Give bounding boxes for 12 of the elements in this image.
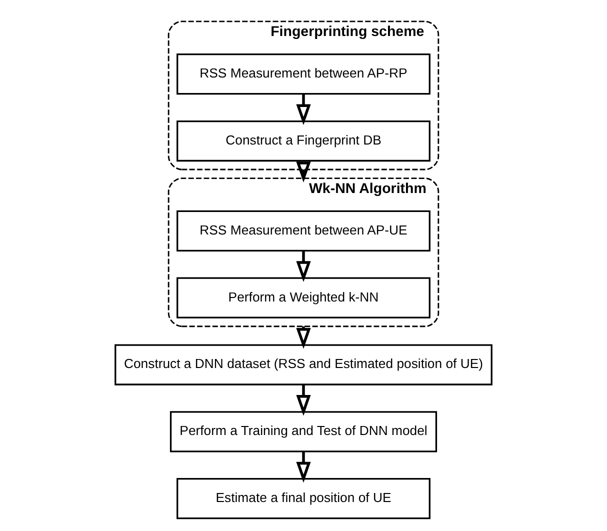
node-box: RSS Measurement between AP-UE [176, 210, 430, 252]
node-box: Construct a Fingerprint DB [176, 120, 430, 162]
arrow [296, 452, 311, 483]
node-box: Construct a DNN dataset (RSS and Estimated position of UE) [114, 344, 492, 386]
node-box: RSS Measurement between AP-RP [176, 54, 430, 95]
node-box: Perform a Training and Test of DNN model [170, 411, 438, 452]
arrow [296, 162, 311, 182]
node-box: Estimate a final position of UE [176, 478, 430, 520]
arrow [296, 250, 311, 282]
arrow [296, 94, 311, 126]
arrow [296, 384, 311, 416]
node-box: Perform a Weighted k-NN [176, 277, 430, 318]
